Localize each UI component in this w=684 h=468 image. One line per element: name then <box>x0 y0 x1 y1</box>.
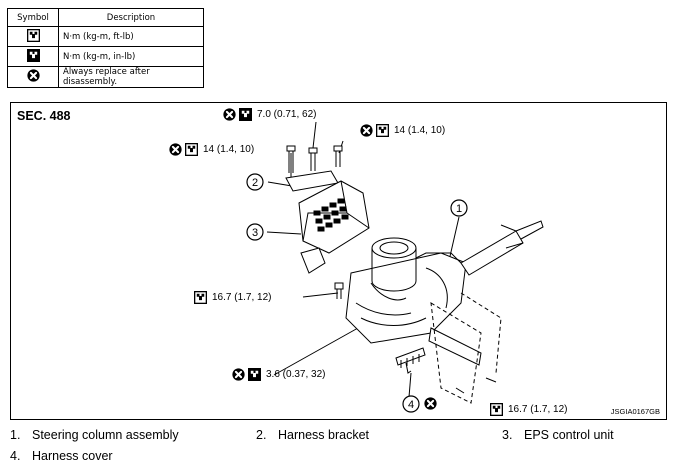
callout-3-label: 3 <box>252 227 258 239</box>
bolt-left <box>286 145 296 173</box>
torque-wrench-icon <box>27 29 40 42</box>
torque-wrench-inlb-icon <box>248 368 261 381</box>
torque-wrench-icon <box>194 291 207 304</box>
torque-spec-label: 7.0 (0.71, 62) <box>257 109 317 120</box>
always-replace-icon <box>424 397 437 410</box>
callout-1 <box>450 199 468 217</box>
legend-description: N·m (kg-m, in-lb) <box>58 46 204 67</box>
torque-wrench-icon <box>490 403 503 416</box>
steering-column-drawing: 1 2 3 4 <box>169 108 544 416</box>
bolt-mid-left <box>334 282 344 299</box>
always-replace-icon <box>169 143 182 156</box>
part-name: EPS control unit <box>524 428 614 442</box>
symbol-legend-table: Symbol Description N·m (kg-m, ft-lb) N·m… <box>7 8 204 88</box>
section-label: SEC. 488 <box>17 109 71 123</box>
part-list-item: 1. Steering column assembly <box>10 428 179 442</box>
callout-4 <box>402 395 420 413</box>
part-list-item: 3. EPS control unit <box>502 428 614 442</box>
symbol-column-header: Symbol <box>7 8 59 27</box>
torque-spec-label: 16.7 (1.7, 12) <box>508 404 568 415</box>
always-replace-icon <box>360 124 373 137</box>
leader-line <box>302 292 339 298</box>
part-list-item: 4. Harness cover <box>10 449 113 463</box>
part-number: 3. <box>502 428 513 442</box>
always-replace-icon <box>27 69 40 82</box>
harness-cover <box>395 347 426 368</box>
torque-spec-label: 14 (1.4, 10) <box>203 144 255 155</box>
callout-2-label: 2 <box>252 177 258 189</box>
torque-wrench-inlb-icon <box>27 49 40 62</box>
part-name: Harness cover <box>32 449 113 463</box>
part-number: 2. <box>256 428 267 442</box>
bolt-top-right <box>333 145 343 167</box>
always-replace-icon <box>232 368 245 381</box>
part-name: Harness bracket <box>278 428 370 442</box>
leader-line <box>312 121 317 149</box>
exploded-view-figure: 1 2 3 4 SEC. 488 7.0 (0.71, 62) 14 (1.4,… <box>10 102 667 420</box>
always-replace-icon <box>223 108 236 121</box>
torque-spec-label: 3.6 (0.37, 32) <box>266 369 326 380</box>
torque-wrench-icon <box>185 143 198 156</box>
callout-4-label: 4 <box>408 399 414 411</box>
steering-column-assembly <box>345 220 544 404</box>
bolt-top <box>308 147 318 171</box>
part-name: Steering column assembly <box>32 428 179 442</box>
leader-line <box>267 181 293 187</box>
part-list-item: 2. Harness bracket <box>256 428 369 442</box>
eps-control-unit <box>298 180 370 254</box>
torque-wrench-icon <box>376 124 389 137</box>
leader-line <box>266 231 302 235</box>
bolt-lower <box>405 362 412 374</box>
torque-spec-label: 14 (1.4, 10) <box>394 125 446 136</box>
callout-2 <box>246 173 264 191</box>
part-number: 4. <box>10 449 21 463</box>
part-number: 1. <box>10 428 21 442</box>
figure-id: JSGIA0167GB <box>610 407 660 416</box>
leader-line <box>273 327 359 376</box>
description-column-header: Description <box>58 8 204 27</box>
callout-1-label: 1 <box>456 203 462 215</box>
legend-description: N·m (kg-m, ft-lb) <box>58 26 204 47</box>
leader-line <box>408 372 412 398</box>
legend-description: Always replace after disassembly. <box>58 66 204 88</box>
harness-cover-clip <box>300 247 326 274</box>
torque-wrench-inlb-icon <box>239 108 252 121</box>
callout-3 <box>246 223 264 241</box>
torque-spec-label: 16.7 (1.7, 12) <box>212 292 272 303</box>
